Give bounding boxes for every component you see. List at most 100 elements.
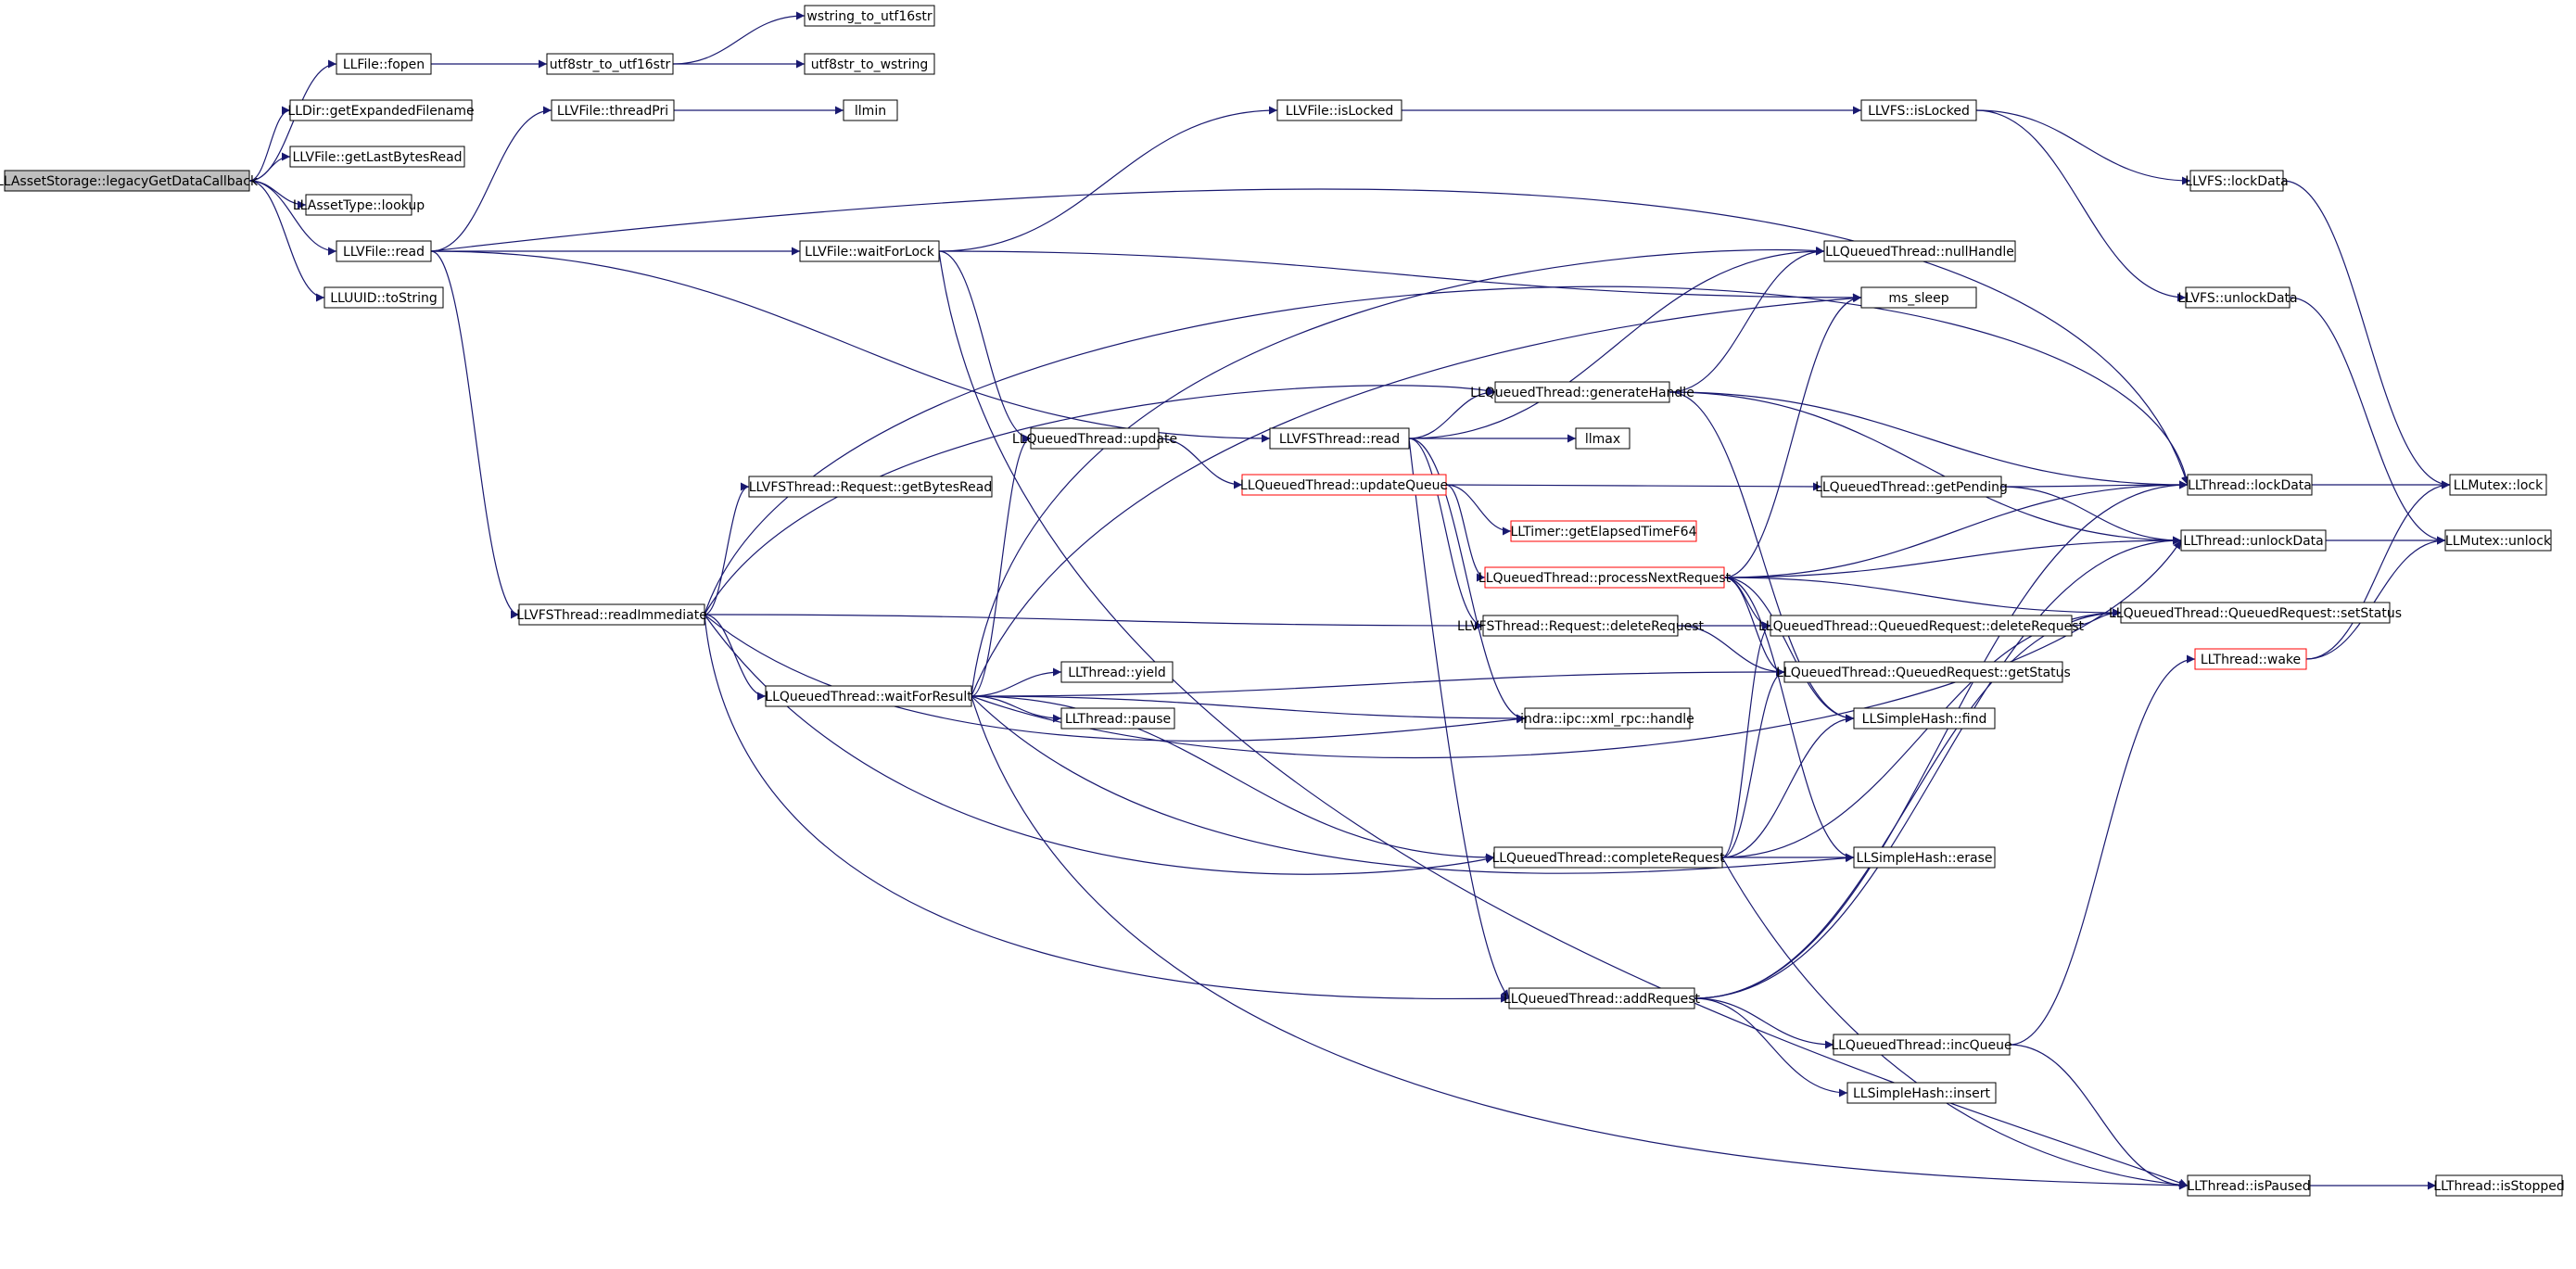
node-box (2180, 529, 2327, 552)
graph-node[interactable]: LLAssetType::lookup (293, 194, 425, 216)
edge-path (2071, 608, 2122, 627)
graph-node[interactable]: LLThread::yield (1060, 661, 1174, 683)
graph-node[interactable]: LLSimpleHash::erase (1853, 846, 1996, 869)
edge-path (1408, 438, 1526, 723)
edge-n14-n15 (1975, 109, 2191, 185)
graph-node[interactable]: LLQueuedThread::QueuedRequest::getStatus (1776, 661, 2071, 683)
node-label: LLQueuedThread::QueuedRequest::getStatus (1776, 666, 2071, 680)
edge-n32-n43 (704, 614, 1495, 875)
node-label: LLThread::lockData (2188, 478, 2312, 493)
node-label: LLVFile::isLocked (1286, 104, 1394, 119)
node-label: LLThread::wake (2201, 653, 2301, 667)
node-label: LLUUID::toString (330, 291, 438, 306)
graph-node[interactable]: LLVFile::threadPri (551, 99, 675, 121)
edge-path (1669, 247, 1825, 393)
graph-node[interactable]: LLQueuedThread::generateHandle (1470, 381, 1694, 403)
graph-node[interactable]: ms_sleep (1860, 286, 1977, 309)
node-box (1060, 707, 1175, 730)
graph-node[interactable]: LLQueuedThread::getPending (1815, 476, 2008, 498)
node-box (1823, 240, 2016, 262)
graph-node[interactable]: LLVFSThread::readImmediate (516, 603, 707, 626)
graph-node[interactable]: LLSimpleHash::find (1853, 707, 1996, 730)
edge-path (704, 614, 1526, 742)
graph-node[interactable]: LLUUID::toString (324, 286, 444, 309)
graph-node[interactable]: LLThread::unlockData (2180, 529, 2327, 552)
graph-node[interactable]: utf8str_to_wstring (804, 53, 935, 75)
graph-node[interactable]: wstring_to_utf16str (804, 5, 935, 27)
graph-node[interactable]: LLDir::getExpandedFilename (287, 99, 475, 121)
graph-node[interactable]: LLVFSThread::Request::getBytesRead (748, 476, 993, 498)
graph-node[interactable]: LLAssetStorage::legacyGetDataCallback (0, 170, 259, 192)
graph-node[interactable]: llmax (1575, 427, 1631, 450)
node-label: LLQueuedThread::waitForResult (765, 690, 972, 704)
graph-node[interactable]: LLMutex::unlock (2444, 529, 2552, 552)
graph-node[interactable]: LLThread::lockData (2187, 474, 2313, 496)
graph-node[interactable]: LLQueuedThread::nullHandle (1823, 240, 2016, 262)
node-box (2120, 602, 2391, 624)
edge-path (938, 250, 1032, 443)
edge-n38-n43 (971, 695, 1495, 862)
graph-node[interactable]: LLQueuedThread::incQueue (1831, 1034, 2012, 1056)
graph-node[interactable]: LLThread::isPaused (2187, 1174, 2311, 1197)
edge-path (1721, 621, 1771, 858)
graph-node[interactable]: LLVFS::isLocked (1860, 99, 1977, 121)
edge-path (2305, 480, 2451, 660)
edge-path (2289, 297, 2446, 545)
graph-node[interactable]: LLQueuedThread::processNextRequest (1478, 566, 1732, 589)
edge-path (1721, 667, 1785, 858)
node-box (1770, 615, 2073, 637)
node-label: utf8str_to_utf16str (550, 57, 671, 72)
node-box (1269, 427, 1410, 450)
edge-n5-n26 (430, 188, 2189, 486)
edge-n31-n44 (1723, 577, 1855, 862)
graph-node[interactable]: llmin (843, 99, 898, 121)
graph-node[interactable]: LLTimer::getElapsedTimeF64 (1510, 520, 1697, 542)
graph-node[interactable]: LLVFS::lockData (2185, 170, 2289, 192)
edge-n12-n18 (938, 250, 1862, 302)
edge-path (704, 482, 750, 615)
node-label: LLVFSThread::Request::getBytesRead (749, 480, 992, 495)
node-box (546, 53, 674, 75)
graph-node[interactable]: LLThread::wake (2194, 648, 2307, 670)
edge-n5-n21 (430, 250, 1271, 443)
graph-node[interactable]: LLVFile::getLastBytesRead (289, 146, 465, 168)
node-label: LLThread::pause (1065, 712, 1171, 727)
edge-n0-n3 (248, 152, 291, 182)
graph-node[interactable]: LLQueuedThread::addRequest (1504, 987, 1701, 1009)
node-label: LLVFSThread::Request::deleteRequest (1457, 619, 1705, 634)
graph-node[interactable]: LLQueuedThread::update (1012, 427, 1177, 450)
graph-node[interactable]: LLThread::isStopped (2433, 1174, 2565, 1197)
node-label: LLQueuedThread::processNextRequest (1478, 571, 1732, 586)
graph-node[interactable]: LLQueuedThread::completeRequest (1491, 846, 1725, 869)
graph-node[interactable]: LLVFile::read (336, 240, 432, 262)
edge-n33-n37 (1677, 625, 1785, 677)
edge-path (1445, 484, 1486, 582)
edge-n32-n26 (704, 286, 2190, 615)
edge-n32-n24 (704, 482, 750, 615)
edge-n19-n29 (1669, 391, 2182, 545)
graph-node[interactable]: indra::ipc::xml_rpc::handle (1520, 707, 1694, 730)
graph-node[interactable]: LLMutex::lock (2449, 474, 2547, 496)
graph-node[interactable]: LLSimpleHash::insert (1846, 1082, 1997, 1104)
graph-node[interactable]: LLVFile::waitForLock (799, 240, 940, 262)
graph-node[interactable]: LLQueuedThread::updateQueue (1240, 474, 1448, 496)
graph-node[interactable]: LLFile::fopen (336, 53, 432, 75)
graph-node[interactable]: utf8str_to_utf16str (546, 53, 674, 75)
edge-path (1158, 438, 1243, 489)
graph-node[interactable]: LLQueuedThread::QueuedRequest::deleteReq… (1758, 615, 2085, 637)
edge-n43-n37 (1721, 667, 1785, 858)
edges (248, 11, 2451, 1190)
node-label: LLQueuedThread::generateHandle (1470, 386, 1694, 400)
graph-node[interactable]: LLQueuedThread::QueuedRequest::setStatus (2109, 602, 2402, 624)
node-box (1493, 846, 1723, 869)
edge-n19-n42 (1669, 391, 1855, 723)
graph-node[interactable]: LLVFSThread::read (1269, 427, 1410, 450)
graph-node[interactable]: LLThread::pause (1060, 707, 1175, 730)
node-box (289, 146, 465, 168)
node-box (336, 53, 432, 75)
edge-n36-n30 (2305, 536, 2446, 660)
graph-node[interactable]: LLVFile::isLocked (1276, 99, 1402, 121)
graph-node[interactable]: LLQueuedThread::waitForResult (765, 685, 972, 707)
graph-node[interactable]: LLVFS::unlockData (2177, 286, 2298, 309)
graph-node[interactable]: LLVFSThread::Request::deleteRequest (1457, 615, 1705, 637)
